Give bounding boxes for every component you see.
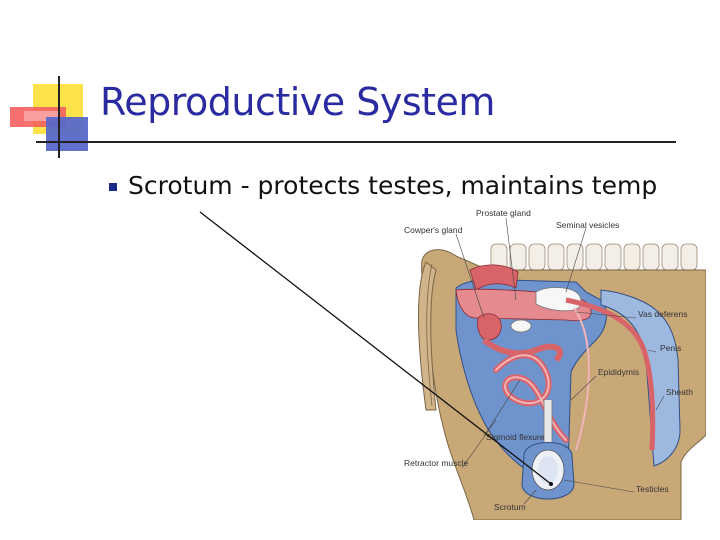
bullet-item: Scrotum - protects testes, maintains tem… (109, 168, 670, 204)
vas-deferens (573, 307, 590, 451)
label-vas-deferens: Vas deferens (638, 309, 687, 319)
label-prostate-gland: Prostate gland (476, 208, 531, 218)
bullet-list: Scrotum - protects testes, maintains tem… (109, 168, 670, 204)
label-penis: Penis (660, 343, 681, 353)
penis (565, 297, 656, 451)
slide-title: Reproductive System (100, 80, 495, 124)
label-cowpers-gland: Cowper's gland (404, 225, 463, 235)
label-sigmoid-flexure: Sigmoid flexure (486, 432, 545, 442)
label-seminal-vesicles: Seminal vesicles (556, 220, 619, 230)
prostate-gland (510, 319, 532, 333)
decorative-pink-bar (24, 111, 60, 121)
label-retractor-muscle: Retractor muscle (404, 458, 469, 468)
title-underline (36, 141, 676, 143)
label-testicles: Testicles (636, 484, 669, 494)
vertebrae (490, 243, 698, 271)
bull-reproductive-anatomy-diagram: Prostate gland Seminal vesicles Cowper's… (404, 208, 706, 520)
decorative-vertical-line (58, 76, 60, 158)
bullet-text: Scrotum - protects testes, maintains tem… (128, 171, 658, 200)
square-bullet-icon (109, 183, 117, 191)
decorative-blue-square (46, 117, 88, 151)
cowpers-gland (477, 313, 502, 341)
seminal-vesicles (535, 287, 582, 312)
label-sheath: Sheath (666, 387, 693, 397)
sheath-region (600, 289, 681, 467)
label-scrotum: Scrotum (494, 502, 526, 512)
label-epididymis: Epididymis (598, 367, 639, 377)
